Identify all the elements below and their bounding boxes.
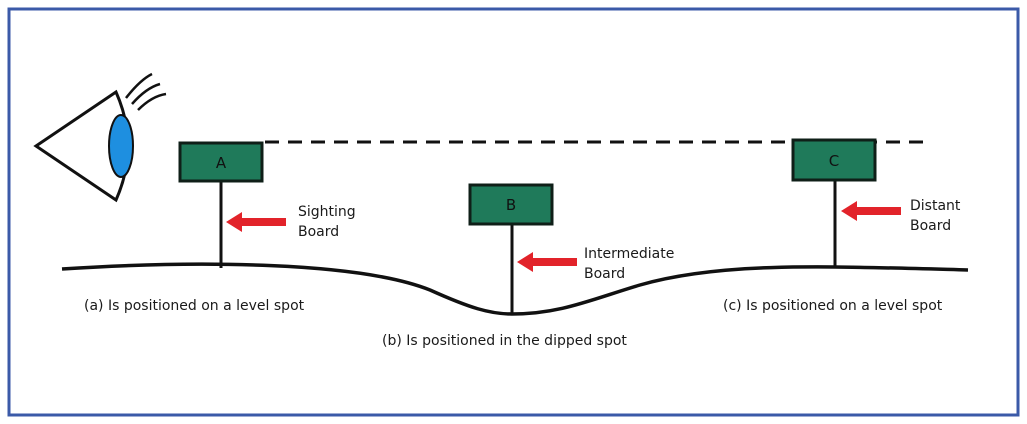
board-a-callout-line1: Sighting [298, 204, 356, 220]
ground-line [61, 262, 969, 316]
board-b-callout-line1: Intermediate [584, 246, 674, 262]
arrow-left-icon [841, 201, 901, 221]
board-b-letter: B [506, 196, 516, 214]
board-b: B Intermediate Board (b) Is positioned i… [382, 183, 674, 349]
arrow-left-icon [226, 212, 286, 232]
board-c-callout-line1: Distant [910, 198, 961, 214]
board-c: C Distant Board (c) Is positioned on a l… [723, 138, 961, 314]
board-c-note: (c) Is positioned on a level spot [723, 298, 943, 314]
board-c-rect [791, 138, 877, 182]
board-a-rect [178, 141, 264, 183]
board-c-letter: C [829, 152, 839, 170]
board-a-callout-line2: Board [298, 224, 339, 240]
board-a-note: (a) Is positioned on a level spot [84, 298, 305, 314]
board-b-note: (b) Is positioned in the dipped spot [382, 333, 627, 349]
board-c-callout-line2: Board [910, 218, 951, 234]
arrow-left-icon [517, 252, 577, 272]
board-b-callout-line2: Board [584, 266, 625, 282]
board-a-letter: A [216, 154, 227, 172]
board-a: A Sighting Board (a) Is positioned on a … [84, 141, 356, 314]
eye-icon [33, 72, 167, 203]
board-b-rect [468, 183, 554, 226]
